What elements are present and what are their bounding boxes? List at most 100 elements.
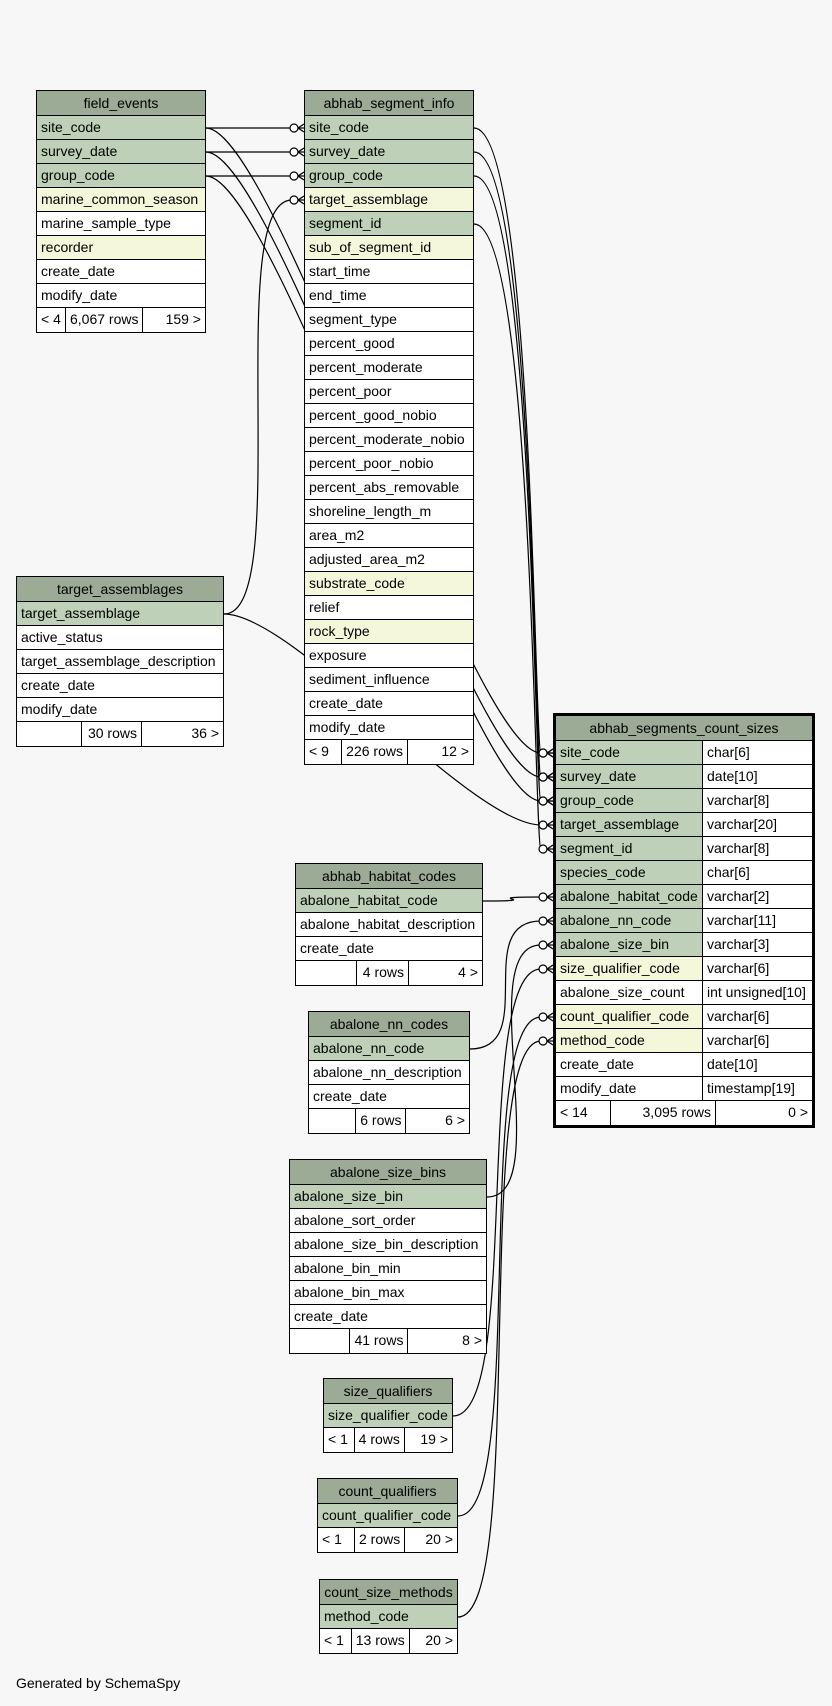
children-link[interactable]: 159 > xyxy=(142,308,205,332)
column-row[interactable]: rock_type xyxy=(305,620,473,644)
column-row[interactable]: relief xyxy=(305,596,473,620)
parents-link[interactable]: < 1 xyxy=(322,1531,342,1547)
table-title[interactable]: abhab_segments_count_sizes xyxy=(556,716,812,741)
children-link[interactable]: 6 > xyxy=(405,1109,469,1133)
column-row[interactable]: create_date xyxy=(37,260,205,284)
children-link[interactable]: 12 > xyxy=(406,740,473,764)
column-row[interactable]: marine_common_season xyxy=(37,188,205,212)
column-row[interactable]: percent_poor xyxy=(305,380,473,404)
children-link[interactable]: 4 > xyxy=(408,961,482,985)
children-link[interactable]: 19 > xyxy=(403,1428,452,1452)
column-row[interactable]: shoreline_length_m xyxy=(305,500,473,524)
column-row[interactable]: percent_good_nobio xyxy=(305,404,473,428)
column-row[interactable]: recorder xyxy=(37,236,205,260)
column-row[interactable]: abalone_nn_description xyxy=(309,1061,469,1085)
column-row[interactable]: modify_date xyxy=(17,698,223,722)
parents-link[interactable]: < 1 xyxy=(324,1632,344,1648)
column-row[interactable]: active_status xyxy=(17,626,223,650)
column-row[interactable]: size_qualifier_code xyxy=(324,1404,452,1428)
column-row[interactable]: sub_of_segment_id xyxy=(305,236,473,260)
parents-link[interactable]: < 4 xyxy=(41,311,61,327)
column-row[interactable]: percent_good xyxy=(305,332,473,356)
children-link[interactable]: 20 > xyxy=(408,1629,457,1653)
column-row[interactable]: method_code xyxy=(320,1605,457,1629)
column-row[interactable]: segment_id xyxy=(305,212,473,236)
children-link[interactable]: 20 > xyxy=(404,1528,457,1552)
column-row[interactable]: abalone_habitat_code xyxy=(296,889,482,913)
column-row[interactable]: end_time xyxy=(305,284,473,308)
column-row[interactable]: create_date xyxy=(305,692,473,716)
column-row[interactable]: abalone_bin_min xyxy=(290,1257,486,1281)
column-row[interactable]: abalone_size_bin xyxy=(290,1185,486,1209)
column-row[interactable]: survey_date xyxy=(37,140,205,164)
column-row[interactable]: survey_date xyxy=(305,140,473,164)
column-row[interactable]: target_assemblage xyxy=(305,188,473,212)
table-title[interactable]: count_qualifiers xyxy=(318,1479,457,1504)
table-title[interactable]: size_qualifiers xyxy=(324,1379,452,1404)
column-row[interactable]: create_date xyxy=(296,937,482,961)
column-row[interactable]: group_code xyxy=(305,164,473,188)
column-row[interactable]: marine_sample_type xyxy=(37,212,205,236)
column-row[interactable]: abalone_bin_max xyxy=(290,1281,486,1305)
column-row[interactable]: abalone_size_bin_description xyxy=(290,1233,486,1257)
table-title[interactable]: abalone_size_bins xyxy=(290,1160,486,1185)
table-title[interactable]: abhab_segment_info xyxy=(305,91,473,116)
parents-link[interactable]: < 1 xyxy=(328,1431,348,1447)
column-row[interactable]: segment_type xyxy=(305,308,473,332)
column-row[interactable]: group_code xyxy=(37,164,205,188)
column-row[interactable]: start_time xyxy=(305,260,473,284)
children-link[interactable]: 8 > xyxy=(407,1329,486,1353)
table-title[interactable]: count_size_methods xyxy=(320,1580,457,1605)
column-row[interactable]: create_date xyxy=(17,674,223,698)
column-row[interactable]: site_code xyxy=(37,116,205,140)
children-link[interactable]: 0 > xyxy=(715,1101,812,1125)
column-row[interactable]: count_qualifier_code xyxy=(318,1504,457,1528)
parents-link[interactable] xyxy=(17,722,81,746)
column-row[interactable]: adjusted_area_m2 xyxy=(305,548,473,572)
column-row[interactable]: create_date xyxy=(290,1305,486,1329)
column-row[interactable]: percent_poor_nobio xyxy=(305,452,473,476)
parents-link[interactable] xyxy=(309,1109,355,1133)
column-row[interactable]: abalone_nn_code xyxy=(309,1037,469,1061)
table-title[interactable]: abalone_nn_codes xyxy=(309,1012,469,1037)
column-row[interactable]: site_code xyxy=(305,116,473,140)
table-title[interactable]: target_assemblages xyxy=(17,577,223,602)
parents-link[interactable] xyxy=(296,961,356,985)
column-row[interactable]: abalone_habitat_description xyxy=(296,913,482,937)
parents-link[interactable] xyxy=(290,1329,349,1353)
column-row[interactable]: target_assemblage_description xyxy=(17,650,223,674)
table-title[interactable]: abhab_habitat_codes xyxy=(296,864,482,889)
column-row[interactable]: sediment_influence xyxy=(305,668,473,692)
column-row[interactable]: abalone_sort_order xyxy=(290,1209,486,1233)
parents-link[interactable]: < 14 xyxy=(560,1104,588,1120)
column-row[interactable]: area_m2 xyxy=(305,524,473,548)
table-title[interactable]: field_events xyxy=(37,91,205,116)
column-row[interactable]: percent_moderate_nobio xyxy=(305,428,473,452)
children-link[interactable]: 36 > xyxy=(141,722,223,746)
column-row[interactable]: substrate_code xyxy=(305,572,473,596)
column-row[interactable]: percent_abs_removable xyxy=(305,476,473,500)
